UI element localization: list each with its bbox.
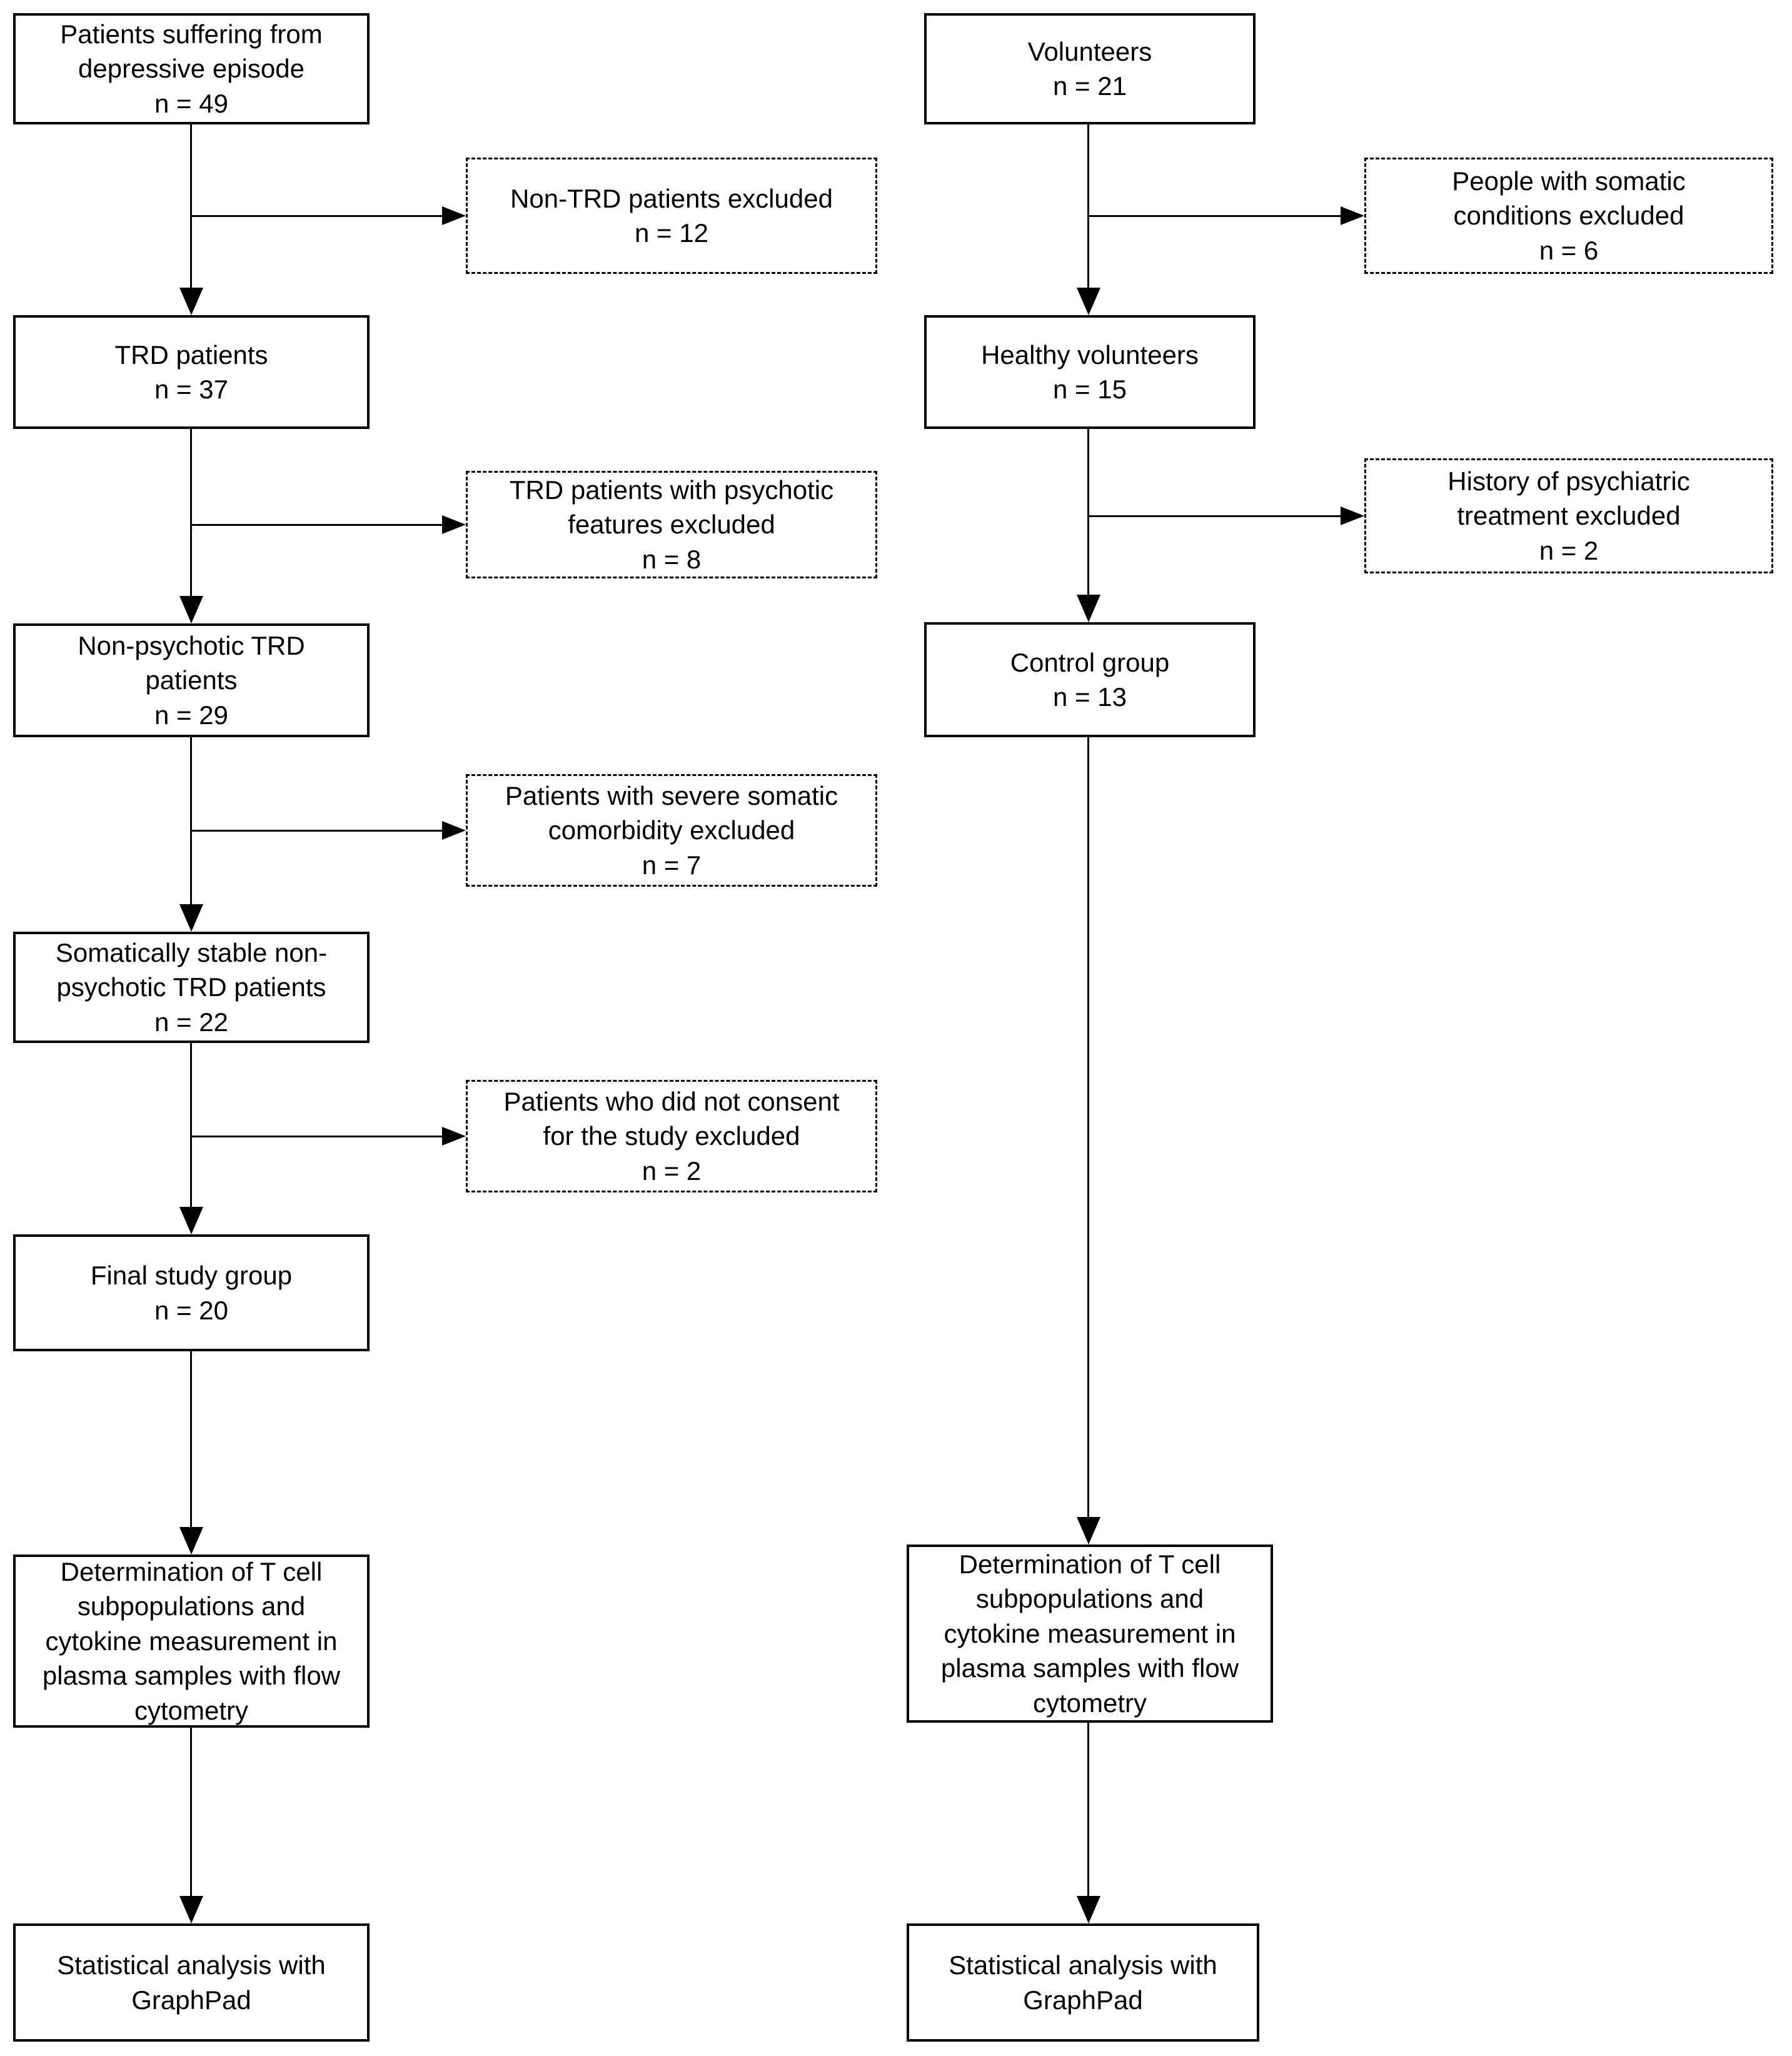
connector-line	[190, 1043, 192, 1208]
connector-line	[1087, 124, 1089, 289]
connector-line	[190, 1351, 192, 1528]
node-determination-right: Determination of T cell subpopulations a…	[907, 1545, 1273, 1723]
exclusion-psychiatric-history: History of psychiatric treatment exclude…	[1364, 458, 1773, 573]
connector-line	[1087, 429, 1089, 596]
connector-line	[191, 215, 443, 217]
node-non-psychotic-trd: Non-psychotic TRD patients n = 29	[13, 623, 370, 737]
arrow-right-icon	[442, 515, 466, 534]
exclusion-non-trd: Non-TRD patients excluded n = 12	[466, 158, 877, 274]
node-statistics-left: Statistical analysis with GraphPad	[13, 1923, 370, 2042]
connector-line	[190, 1728, 192, 1897]
node-determination-left: Determination of T cell subpopulations a…	[13, 1555, 370, 1728]
node-final-study-group: Final study group n = 20	[13, 1234, 370, 1351]
connector-line	[1087, 737, 1089, 1518]
arrow-down-icon	[1077, 595, 1100, 622]
node-somatically-stable: Somatically stable non- psychotic TRD pa…	[13, 932, 370, 1043]
exclusion-psychotic-features: TRD patients with psychotic features exc…	[466, 471, 877, 578]
node-volunteers: Volunteers n = 21	[924, 13, 1256, 124]
arrow-down-icon	[179, 288, 203, 315]
node-healthy-volunteers: Healthy volunteers n = 15	[924, 315, 1256, 429]
exclusion-somatic-conditions: People with somatic conditions excluded …	[1364, 158, 1773, 274]
connector-line	[191, 830, 443, 832]
exclusion-somatic-comorbidity: Patients with severe somatic comorbidity…	[466, 774, 877, 887]
exclusion-no-consent: Patients who did not consent for the stu…	[466, 1080, 877, 1192]
connector-line	[190, 737, 192, 905]
arrow-down-icon	[1077, 288, 1100, 315]
arrow-down-icon	[179, 1207, 203, 1234]
arrow-right-icon	[442, 206, 466, 225]
arrow-right-icon	[442, 1127, 466, 1146]
node-patients-depressive: Patients suffering from depressive episo…	[13, 13, 370, 124]
arrow-down-icon	[1077, 1896, 1100, 1923]
connector-line	[191, 1136, 443, 1137]
connector-line	[1089, 215, 1341, 217]
arrow-right-icon	[1341, 506, 1364, 525]
arrow-down-icon	[179, 904, 203, 932]
node-statistics-right: Statistical analysis with GraphPad	[907, 1923, 1259, 2042]
arrow-down-icon	[179, 1896, 203, 1923]
arrow-right-icon	[442, 821, 466, 840]
arrow-down-icon	[179, 596, 203, 623]
connector-line	[191, 524, 443, 526]
arrow-down-icon	[1077, 1517, 1100, 1545]
arrow-right-icon	[1341, 206, 1364, 225]
connector-line	[190, 124, 192, 289]
arrow-down-icon	[179, 1527, 203, 1555]
connector-line	[190, 429, 192, 597]
node-trd-patients: TRD patients n = 37	[13, 315, 370, 429]
connector-line	[1089, 515, 1341, 517]
node-control-group: Control group n = 13	[924, 622, 1256, 737]
connector-line	[1087, 1723, 1089, 1897]
